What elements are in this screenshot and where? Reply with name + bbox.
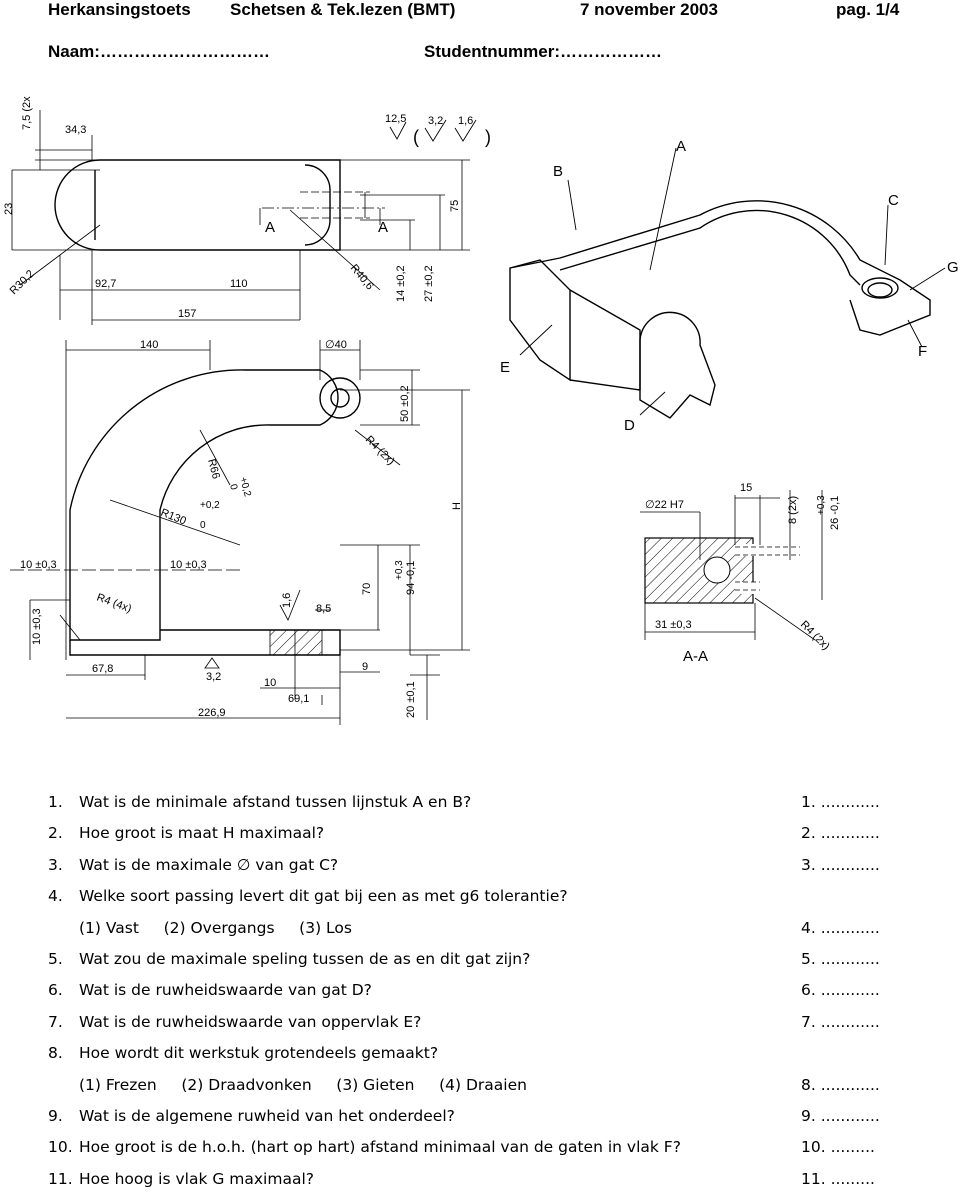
answer-field[interactable]: 10. ......... (801, 1138, 875, 1157)
question-5: 5.Wat zou de maximale speling tussen de … (48, 944, 908, 975)
answer-field[interactable]: 2. ............ (801, 824, 880, 843)
dim-20: 20 ±0,1 (405, 681, 417, 718)
question-7: 7.Wat is de ruwheidswaarde van oppervlak… (48, 1007, 908, 1038)
question-10: 10.Hoe groot is de h.o.h. (hart op hart)… (48, 1132, 908, 1163)
dim-9: 9 (362, 661, 368, 673)
roughness-symbols (389, 119, 477, 142)
dim-157: 157 (178, 308, 196, 320)
tol-r130-plus: +0,2 (200, 500, 220, 511)
iso-label-c: C (888, 192, 899, 209)
dim-23: 23 (3, 203, 15, 215)
dim-r30-2: R30,2 (8, 268, 37, 297)
answer-field[interactable]: 9. ............ (801, 1106, 880, 1125)
iso-label-g: G (947, 259, 959, 276)
isometric-view: B A C G F E D (500, 138, 959, 434)
dim-10-d: 10 (264, 677, 276, 689)
top-view: 7,5 (2x 34,3 23 R30,2 92,7 110 157 R40,6… (3, 96, 491, 325)
rough-12-5: 12,5 (385, 113, 406, 125)
iso-label-b: B (553, 163, 563, 180)
tol-r66-plus: +0,2 (237, 476, 253, 498)
question-1: 1.Wat is de minimale afstand tussen lijn… (48, 787, 908, 818)
dim-69-1: 69,1 (288, 693, 309, 705)
section-label-a-right: A (378, 219, 388, 236)
answer-field[interactable]: 1. ............ (801, 793, 880, 811)
tol-26-plus: +0,3 (816, 495, 827, 515)
dim-75: 75 (449, 200, 461, 212)
dim-27: 27 ±0,2 (423, 265, 435, 302)
question-3: 3.Wat is de maximale ∅ van gat C?3. ....… (48, 850, 908, 881)
question-8: 8.Hoe wordt dit werkstuk grotendeels gem… (48, 1044, 439, 1063)
dim-r4-2x-section: R4 (2x) (798, 619, 832, 653)
answer-field[interactable]: 5. ............ (801, 949, 880, 968)
iso-label-e: E (500, 359, 510, 376)
dim-92-7: 92,7 (95, 278, 116, 290)
dim-7-5: 7,5 (2x (21, 96, 33, 130)
question-6: 6.Wat is de ruwheidswaarde van gat D?6. … (48, 975, 908, 1006)
iso-label-d: D (624, 417, 635, 434)
section-title: A-A (683, 648, 708, 665)
question-2: 2.Hoe groot is maat H maximaal?2. ......… (48, 818, 908, 849)
dim-r130: R130 (159, 507, 188, 528)
dim-r4-2x: R4 (2x) (363, 434, 397, 468)
dim-70: 70 (361, 583, 373, 595)
dim-110: 110 (230, 278, 248, 290)
subject: Schetsen & Tek.lezen (BMT) (230, 0, 456, 19)
dim-34-3: 34,3 (65, 124, 86, 136)
dim-14: 14 ±0,2 (395, 265, 407, 302)
dim-226-9: 226,9 (198, 707, 226, 719)
front-view: 140 ∅40 50 ±0,2 R4 (2x) R66 +0,2 0 R130 … (10, 339, 470, 725)
answer-field[interactable]: 8. ............ (801, 1075, 880, 1094)
dim-10-a: 10 ±0,3 (20, 559, 57, 571)
rough-1-6: 1,6 (458, 115, 473, 127)
dim-8-2x: 8 (2x) (787, 496, 799, 524)
paren-close: ) (485, 127, 491, 147)
dim-94: 94 -0,1 (405, 561, 417, 595)
tol-r130-zero: 0 (200, 520, 206, 531)
dim-r40-6: R40,6 (348, 262, 376, 292)
dim-31: 31 ±0,3 (655, 619, 692, 631)
rough-3-2: 3,2 (206, 671, 221, 683)
rough-3-2: 3,2 (428, 115, 443, 127)
dim-50: 50 ±0,2 (399, 385, 411, 422)
iso-label-a: A (676, 138, 686, 155)
dim-h: H (451, 502, 463, 510)
dim-phi22: ∅22 H7 (645, 499, 684, 511)
dim-phi40: ∅40 (325, 339, 347, 351)
name-field[interactable]: Naam:………………………… (48, 42, 270, 61)
answer-field[interactable]: 4. ............ (801, 918, 880, 937)
answer-field[interactable]: 11. ......... (801, 1169, 875, 1188)
iso-label-f: F (918, 343, 927, 360)
test-name: Herkansingstoets (48, 0, 191, 19)
question-11: 11.Hoe hoog is vlak G maximaal?11. .....… (48, 1164, 908, 1195)
page-number: pag. 1/4 (836, 0, 900, 19)
tol-r66-zero: 0 (227, 483, 239, 492)
dim-15: 15 (740, 482, 752, 494)
question-4: 4.Welke soort passing levert dit gat bij… (48, 887, 568, 906)
technical-drawing: 7,5 (2x 34,3 23 R30,2 92,7 110 157 R40,6… (3, 96, 959, 725)
question-8-options: (1) Frezen (2) Draadvonken (3) Gieten (4… (48, 1070, 908, 1101)
paren-open: ( (413, 127, 419, 147)
dim-r66: R66 (205, 458, 222, 481)
dim-140: 140 (140, 339, 158, 351)
section-label-a-left: A (265, 219, 275, 236)
question-9: 9.Wat is de algemene ruwheid van het ond… (48, 1101, 908, 1132)
answer-field[interactable]: 3. ............ (801, 855, 880, 874)
student-number-field[interactable]: Studentnummer:……………… (424, 42, 662, 61)
dim-8-5: 8,5 (316, 603, 331, 615)
section-view: ∅22 H7 15 8 (2x) +0,3 26 -0,1 31 ±0,3 R4… (640, 482, 841, 665)
dim-10-b: 10 ±0,3 (170, 559, 207, 571)
answer-field[interactable]: 6. ............ (801, 981, 880, 1000)
tol-94-plus: +0,3 (394, 560, 405, 580)
rough-1-6: 1,6 (281, 593, 293, 608)
dim-26: 26 -0,1 (829, 496, 841, 530)
answer-field[interactable]: 7. ............ (801, 1012, 880, 1031)
dim-67-8: 67,8 (92, 663, 113, 675)
question-list: 1.Wat is de minimale afstand tussen lijn… (48, 787, 908, 1195)
dim-r4-4x: R4 (4x) (95, 592, 133, 616)
dim-10-c: 10 ±0,3 (31, 608, 43, 645)
date: 7 november 2003 (580, 0, 718, 19)
